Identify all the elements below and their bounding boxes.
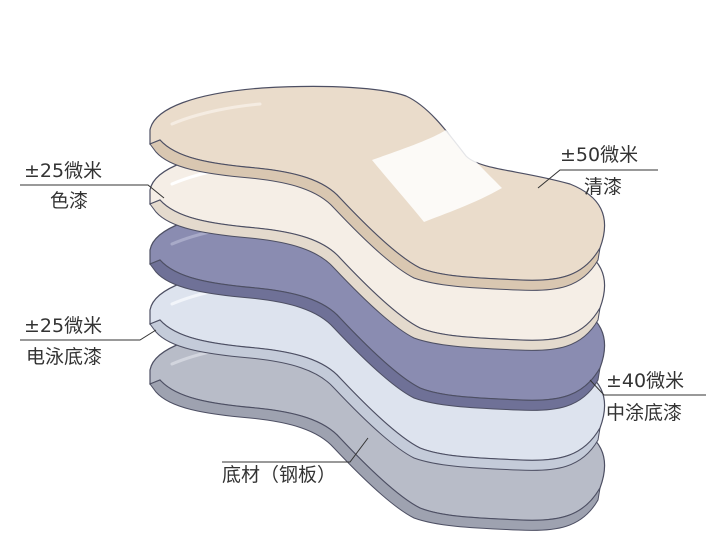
mid-coat-label: 中涂底漆 <box>606 402 683 424</box>
leader-ed-primer <box>20 329 157 341</box>
layer-clear-coat <box>149 85 606 291</box>
ed-primer-label: 电泳底漆 <box>26 346 103 368</box>
color-coat-thickness: ±25微米 <box>24 160 103 182</box>
ed-primer-thickness: ±25微米 <box>24 315 103 337</box>
leader-color-coat <box>20 184 165 199</box>
leader-substrate <box>222 437 369 463</box>
leader-clear-coat <box>537 169 658 189</box>
leader-mid-coat <box>589 379 706 396</box>
substrate-label: 底材（钢板） <box>222 464 337 486</box>
leader-lines <box>20 169 706 463</box>
clear-coat-label: 清漆 <box>584 176 623 198</box>
mid-coat-thickness: ±40微米 <box>606 370 685 392</box>
color-coat-label: 色漆 <box>50 190 89 212</box>
clear-coat-thickness: ±50微米 <box>560 144 639 166</box>
